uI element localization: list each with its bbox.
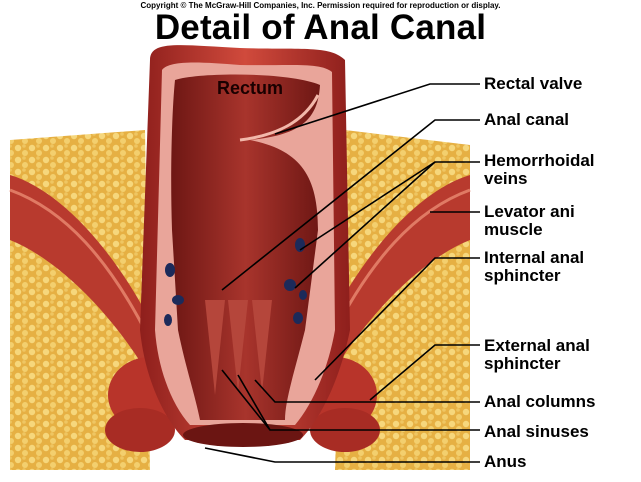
rectal-valve-fold	[239, 94, 320, 142]
leader-sinuses-2	[237, 374, 271, 431]
label-hemorrhoidal-veins: Hemorrhoidal veins	[484, 152, 595, 188]
leader-lines	[204, 83, 480, 463]
anus-orifice	[183, 423, 303, 447]
leader-internal	[314, 257, 480, 381]
leader-external	[369, 344, 480, 401]
leader-anus	[204, 447, 480, 463]
leader-anal-canal	[221, 119, 480, 291]
label-anal-sinuses: Anal sinuses	[484, 423, 589, 441]
label-line: Levator ani	[484, 202, 575, 221]
rectal-lumen	[171, 74, 320, 420]
label-external-sphincter: External anal sphincter	[484, 337, 590, 373]
label-internal-sphincter: Internal anal sphincter	[484, 249, 584, 285]
leader-hemorrhoidal-2	[294, 161, 436, 289]
label-line: Hemorrhoidal	[484, 151, 595, 170]
label-line: Rectal valve	[484, 74, 583, 93]
label-line: sphincter	[484, 266, 561, 285]
copyright-notice: Copyright © The McGraw-Hill Companies, I…	[140, 1, 501, 10]
label-line: Anal sinuses	[484, 422, 589, 441]
label-anus: Anus	[484, 453, 527, 471]
hemorrhoidal-veins-shape	[164, 238, 307, 326]
label-line: sphincter	[484, 354, 561, 373]
leader-columns	[254, 379, 480, 403]
label-rectal-valve: Rectal valve	[484, 75, 582, 93]
label-anal-canal: Anal canal	[484, 111, 569, 129]
leader-rectal-valve	[274, 83, 480, 135]
anal-columns-shape	[205, 300, 272, 395]
label-levator-ani: Levator ani muscle	[484, 203, 575, 239]
label-line: Anus	[484, 452, 527, 471]
page-title: Detail of Anal Canal	[154, 8, 487, 47]
label-line: External anal	[484, 336, 590, 355]
rectum-label: Rectum	[217, 78, 284, 98]
label-anal-columns: Anal columns	[484, 393, 595, 411]
label-line: veins	[484, 169, 528, 188]
label-line: muscle	[484, 220, 543, 239]
label-line: Internal anal	[484, 248, 585, 267]
label-line: Anal canal	[484, 110, 570, 129]
label-line: Anal columns	[484, 392, 596, 411]
